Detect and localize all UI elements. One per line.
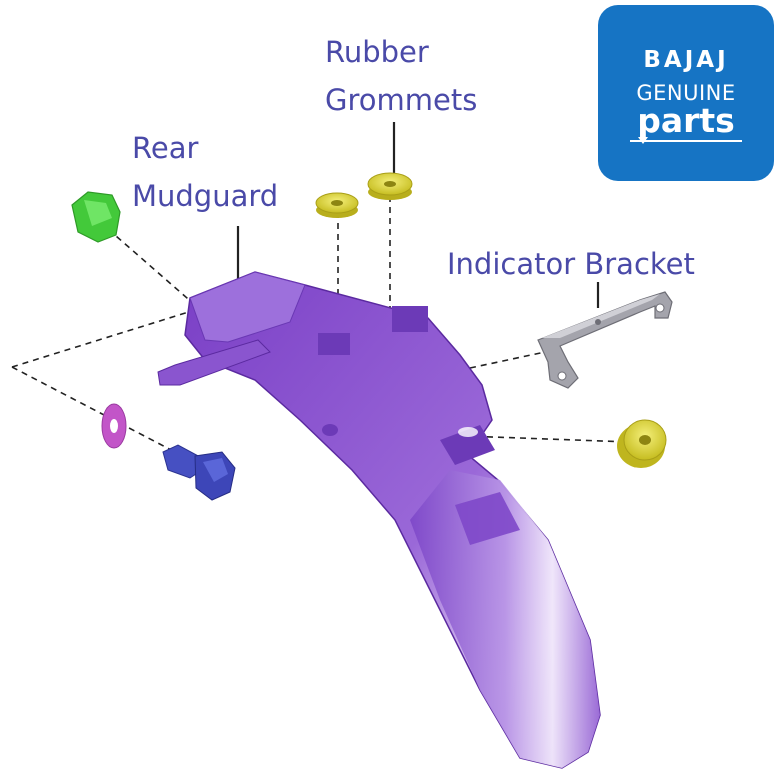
rubber-grommet-part (617, 419, 667, 468)
rubber-grommet-part (315, 192, 359, 218)
logo-line1: GENUINE (636, 81, 736, 105)
leader-bracket (469, 351, 546, 369)
rubber-grommets-label: Rubber Grommets (325, 28, 477, 124)
green-clip-part (71, 191, 121, 243)
leader-grommet-side (464, 435, 631, 443)
rubber-grommets-label-line1: Rubber (325, 35, 429, 69)
rear-mudguard-label: Rear Mudguard (132, 124, 278, 220)
pointer-lines (236, 122, 600, 308)
bajaj-genuine-parts-logo: BAJAJ GENUINE parts (598, 5, 774, 181)
logo-underline (630, 140, 742, 142)
logo-brand: BAJAJ (643, 47, 729, 73)
washer-part (101, 403, 127, 449)
indicator-bracket-part (537, 291, 673, 389)
mudguard-part (157, 271, 601, 769)
leader-fork-bottom (11, 366, 201, 466)
rear-mudguard-label-line2: Mudguard (132, 179, 279, 214)
logo-line2: parts (637, 101, 735, 140)
rear-mudguard-label-line1: Rear (132, 131, 199, 165)
logo-tick-icon (638, 137, 648, 144)
rubber-grommet-part (367, 172, 413, 200)
rubber-grommets-label-line2: Grommets (325, 83, 478, 118)
leader-fork-top (11, 309, 196, 368)
bolt-part (162, 444, 236, 501)
indicator-bracket-label: Indicator Bracket (447, 240, 695, 288)
indicator-bracket-label-text: Indicator Bracket (447, 247, 695, 281)
